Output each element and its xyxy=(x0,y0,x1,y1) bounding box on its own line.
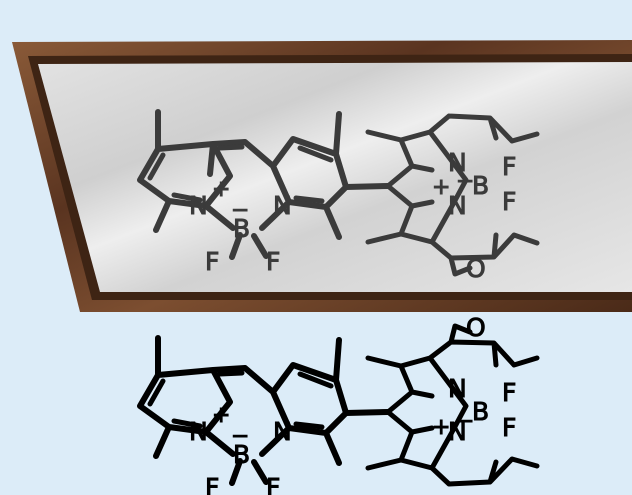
mirror-glass xyxy=(38,62,632,292)
atom-f2: F xyxy=(266,473,280,495)
molecule-bottom: N N B F F + − N N B F F + − O xyxy=(137,313,540,495)
atom-n2: N xyxy=(273,417,292,446)
atom-o1: O xyxy=(466,313,486,342)
atom-n1: N xyxy=(189,417,208,446)
atom-b2: B xyxy=(472,397,489,426)
charge-minus-2: − xyxy=(456,409,474,434)
atom-f1: F xyxy=(205,473,219,495)
charge-minus-1: − xyxy=(231,424,249,449)
atom-f3: F xyxy=(502,378,516,407)
charge-plus-2: + xyxy=(432,415,450,440)
charge-plus-1: + xyxy=(212,403,230,428)
atom-n3: N xyxy=(448,374,467,403)
atom-f4: F xyxy=(502,413,516,442)
atom-n4: N xyxy=(448,417,467,446)
atom-b1: B xyxy=(233,440,250,469)
